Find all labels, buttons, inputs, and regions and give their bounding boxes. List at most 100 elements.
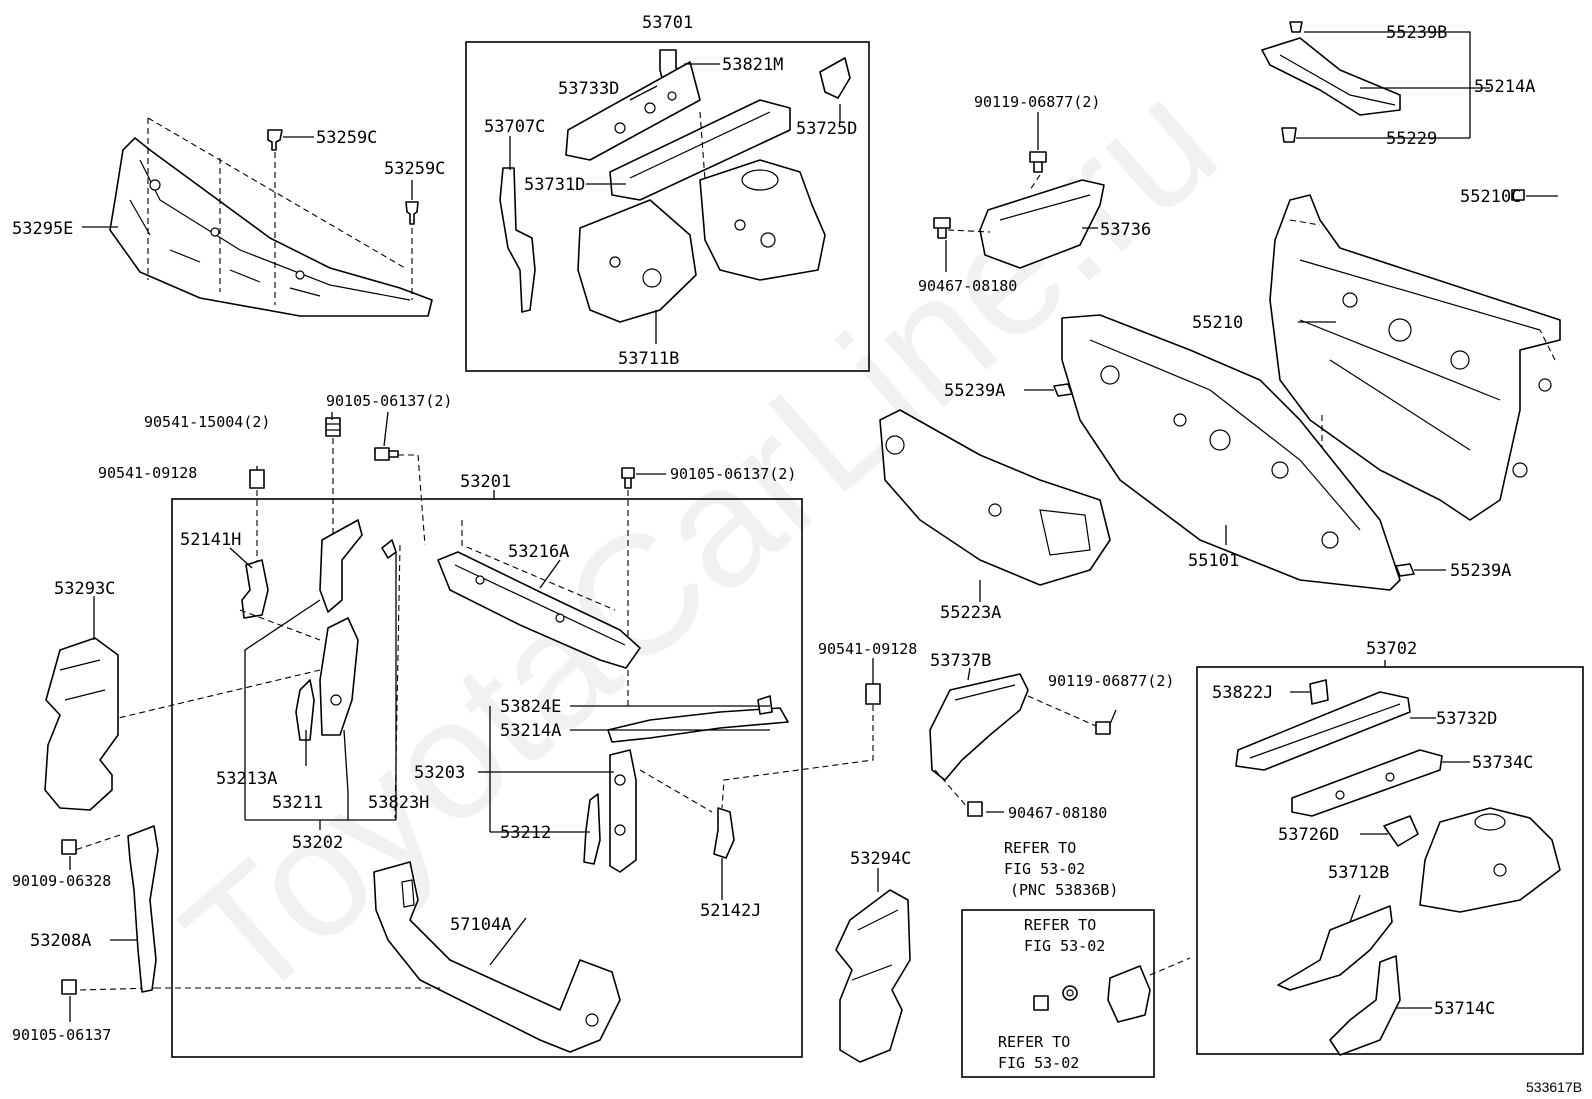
part-53711B-apron[interactable]	[577, 199, 697, 323]
part-55214A-cowl-bracket[interactable]	[1261, 37, 1401, 116]
part-53734C-rail[interactable]	[1291, 749, 1443, 817]
label-53202: 53202	[292, 833, 343, 853]
bolt-90105-06137-c[interactable]	[61, 979, 77, 995]
part-53725D-gusset[interactable]	[819, 57, 851, 99]
part-53714C-brace[interactable]	[1329, 955, 1401, 1056]
part-53211-support[interactable]	[319, 617, 359, 736]
part-53702-shock-tower[interactable]	[1419, 807, 1561, 913]
part-53294C-seal[interactable]	[835, 889, 911, 1063]
part-53212-brace[interactable]	[583, 793, 601, 865]
part-55210-dash-insulator[interactable]	[1269, 194, 1561, 521]
clip-55239A-b[interactable]	[1395, 563, 1415, 577]
part-55101-dash-panel[interactable]	[1061, 314, 1401, 591]
label-53208A: 53208A	[30, 931, 91, 951]
label-90105-06137-a: 90105-06137(2)	[326, 392, 452, 410]
bolt-90541-09128-a[interactable]	[249, 469, 265, 489]
part-53293C-seal[interactable]	[44, 637, 119, 811]
part-53201-upper-bracket[interactable]	[319, 519, 363, 613]
label-55239A-a: 55239A	[944, 381, 1005, 401]
part-55223A-insulator[interactable]	[879, 409, 1111, 586]
label-53293C: 53293C	[54, 579, 115, 599]
label-90105-06137-c: 90105-06137	[12, 1026, 111, 1044]
bolt-90105-06137-a[interactable]	[374, 447, 399, 461]
part-53823H-clip[interactable]	[381, 539, 397, 559]
label-90119-06877-a: 90119-06877(2)	[974, 93, 1100, 111]
refer-note-top-line1: REFER TO	[1004, 839, 1076, 857]
clip-53259C-a[interactable]	[267, 129, 283, 151]
label-53211: 53211	[272, 793, 323, 813]
part-refer-washer[interactable]	[1062, 985, 1078, 1001]
label-57104A: 57104A	[450, 915, 511, 935]
clip-55239A-a[interactable]	[1053, 383, 1073, 397]
bolt-90541-15004[interactable]	[325, 417, 341, 437]
label-53737B: 53737B	[930, 651, 991, 671]
label-53702: 53702	[1366, 639, 1417, 659]
part-53295E-cowl-top-panel[interactable]	[109, 137, 433, 317]
clip-55229[interactable]	[1281, 127, 1297, 143]
group-box-53701	[465, 41, 870, 372]
part-53737B-shield[interactable]	[929, 673, 1029, 781]
bolt-90119-06877-a[interactable]	[1029, 151, 1047, 173]
label-55214A: 55214A	[1474, 77, 1535, 97]
part-refer-bracket[interactable]	[1107, 965, 1151, 1023]
label-55223A: 55223A	[940, 603, 1001, 623]
label-53821M: 53821M	[722, 55, 783, 75]
bolt-90467-08180-a[interactable]	[933, 217, 951, 239]
part-53701-shock-tower[interactable]	[699, 159, 826, 281]
bolt-90119-06877-b[interactable]	[1095, 721, 1111, 735]
label-55101: 55101	[1188, 551, 1239, 571]
part-52141H-bracket[interactable]	[241, 559, 269, 619]
label-53726D: 53726D	[1278, 825, 1339, 845]
part-53732D-rail[interactable]	[1235, 691, 1411, 771]
part-57104A-lower-crossmember[interactable]	[373, 861, 621, 1053]
part-53726D-gusset[interactable]	[1383, 815, 1419, 847]
label-53295E: 53295E	[12, 219, 73, 239]
label-53216A: 53216A	[508, 542, 569, 562]
part-53733D-rail[interactable]	[565, 61, 701, 161]
part-53213A-brace[interactable]	[295, 679, 315, 741]
part-53731D-rail[interactable]	[609, 99, 791, 201]
part-53214A-crossmember[interactable]	[607, 707, 789, 743]
clip-53259C-b[interactable]	[405, 201, 419, 225]
label-53259C-a: 53259C	[316, 128, 377, 148]
label-53733D: 53733D	[558, 79, 619, 99]
label-53213A: 53213A	[216, 769, 277, 789]
label-53736: 53736	[1100, 220, 1151, 240]
part-53707C-brace[interactable]	[499, 167, 536, 313]
label-90541-09128-a: 90541-09128	[98, 464, 197, 482]
refer-note-top-line2: FIG 53-02	[1004, 860, 1085, 878]
label-55229: 55229	[1386, 129, 1437, 149]
label-53823H: 53823H	[368, 793, 429, 813]
label-90541-09128-b: 90541-09128	[818, 640, 917, 658]
label-53714C: 53714C	[1434, 999, 1495, 1019]
part-53208A-brace[interactable]	[127, 825, 159, 993]
label-52142J: 52142J	[700, 901, 761, 921]
label-53201: 53201	[460, 472, 511, 492]
bolt-90467-08180-b[interactable]	[967, 801, 983, 817]
refer-note-inner-line1: REFER TO	[1024, 916, 1096, 934]
group-box-refer	[961, 909, 1155, 1078]
label-52141H: 52141H	[180, 530, 241, 550]
figure-id: 533617B	[1526, 1079, 1582, 1095]
part-53712B-apron[interactable]	[1277, 905, 1393, 991]
clip-55239B[interactable]	[1289, 21, 1303, 33]
label-90541-15004: 90541-15004(2)	[144, 413, 270, 431]
label-90109-06328: 90109-06328	[12, 872, 111, 890]
bolt-90105-06137-b[interactable]	[621, 467, 635, 489]
label-53822J: 53822J	[1212, 683, 1273, 703]
bolt-90109-06328[interactable]	[61, 839, 77, 855]
part-53736-shield[interactable]	[979, 179, 1105, 269]
part-refer-bolt[interactable]	[1033, 995, 1049, 1011]
part-53216A-upper-crossmember[interactable]	[437, 551, 641, 669]
part-53822J-bracket[interactable]	[1309, 679, 1329, 705]
label-53732D: 53732D	[1436, 709, 1497, 729]
part-52142J-bracket[interactable]	[713, 807, 735, 859]
bolt-90541-09128-b[interactable]	[865, 683, 881, 705]
part-53824E-clip[interactable]	[757, 695, 773, 715]
label-55210: 55210	[1192, 313, 1243, 333]
part-53203-support[interactable]	[609, 749, 637, 873]
clip-55210C[interactable]	[1511, 189, 1525, 201]
label-53294C: 53294C	[850, 849, 911, 869]
label-53824E: 53824E	[500, 697, 561, 717]
